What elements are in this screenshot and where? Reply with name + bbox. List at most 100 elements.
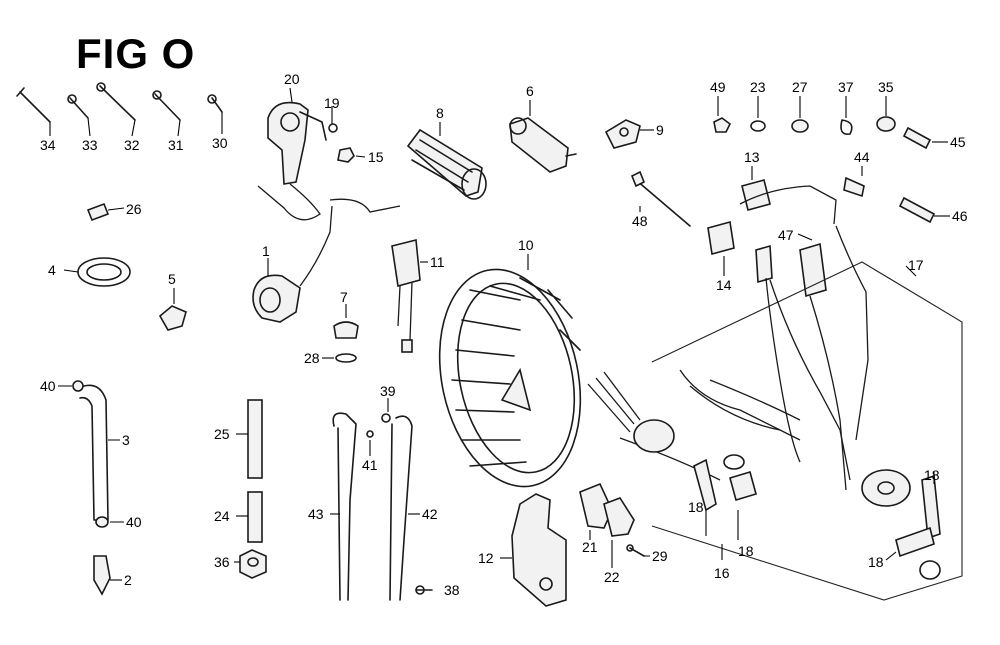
screw-32 (96, 82, 136, 121)
callout-41: 41 (362, 457, 378, 473)
callout-4: 4 (48, 262, 56, 278)
callout-29: 29 (652, 548, 668, 564)
callout-49: 49 (710, 79, 726, 95)
callout-2: 2 (124, 572, 132, 588)
callout-9: 9 (656, 122, 664, 138)
callout-34: 34 (40, 137, 56, 153)
nut-15 (337, 147, 355, 163)
callout-40a: 40 (40, 378, 56, 394)
screw-29 (626, 544, 645, 557)
connector-13 (741, 179, 771, 211)
callout-31: 31 (168, 137, 184, 153)
callout-18a: 18 (688, 499, 704, 515)
grommet-18d (895, 526, 941, 580)
callout-15: 15 (368, 149, 384, 165)
stud-25 (247, 399, 263, 479)
bracket-12 (511, 493, 567, 607)
callout-18c: 18 (924, 467, 940, 483)
callout-32: 32 (124, 137, 140, 153)
callout-28: 28 (304, 350, 320, 366)
grommet-18c (921, 474, 941, 540)
bolt-46 (898, 196, 936, 224)
callout-42: 42 (422, 506, 438, 522)
tube-3 (79, 384, 109, 521)
callout-3: 3 (122, 432, 130, 448)
bolt-26 (86, 202, 110, 222)
washer-28 (335, 353, 357, 363)
wire-harness-17 (619, 185, 963, 601)
callout-47: 47 (778, 227, 794, 243)
clip-40b (95, 516, 109, 528)
callout-36: 36 (214, 554, 230, 570)
ignition-coil-20 (267, 101, 327, 185)
grommet-18b (723, 454, 757, 502)
callout-20: 20 (284, 71, 300, 87)
bolt-48 (630, 170, 691, 227)
callout-27: 27 (792, 79, 808, 95)
bolt-45 (902, 126, 932, 150)
callout-33: 33 (82, 137, 98, 153)
callout-19: 19 (324, 95, 340, 111)
callout-25: 25 (214, 426, 230, 442)
nut-19 (328, 123, 338, 133)
callout-23: 23 (750, 79, 766, 95)
callout-14: 14 (716, 277, 732, 293)
callout-12: 12 (478, 550, 494, 566)
callout-16: 16 (714, 565, 730, 581)
grip-8 (406, 128, 487, 200)
callout-5: 5 (168, 271, 176, 287)
callout-17: 17 (908, 257, 924, 273)
charge-coil (587, 371, 675, 453)
callout-21: 21 (582, 539, 598, 555)
clamp-39 (381, 413, 391, 423)
clip-38 (415, 585, 433, 595)
callout-35: 35 (878, 79, 894, 95)
plate-9 (604, 119, 641, 149)
screw-34 (16, 87, 51, 123)
callout-13: 13 (744, 149, 760, 165)
callout-1: 1 (262, 243, 270, 259)
bolt-44 (843, 176, 865, 198)
cable-43 (332, 412, 357, 601)
exciter-coil-1 (252, 205, 333, 323)
screw-31 (152, 90, 181, 121)
washer-23 (750, 120, 766, 132)
callout-46: 46 (952, 208, 968, 224)
callout-11: 11 (430, 254, 445, 270)
callout-39: 39 (380, 383, 396, 399)
screw-33 (67, 94, 89, 119)
callout-30: 30 (212, 135, 228, 151)
valve-2 (93, 555, 111, 596)
clip-5 (158, 305, 187, 331)
nut-49 (713, 117, 732, 133)
switch-22 (603, 497, 635, 537)
screw-30 (207, 94, 223, 113)
callout-38: 38 (444, 582, 460, 598)
condenser-11 (391, 238, 421, 353)
callout-18b: 18 (738, 543, 754, 559)
washer-37 (840, 119, 853, 136)
callout-6: 6 (526, 83, 534, 99)
stud-24 (247, 491, 263, 543)
oil-seal-4 (77, 257, 131, 287)
callout-45: 45 (950, 134, 966, 150)
cap-7 (333, 321, 359, 339)
switch-6 (509, 117, 577, 173)
clip-40a (72, 380, 84, 392)
nut-35 (876, 116, 896, 132)
callout-26: 26 (126, 201, 142, 217)
callout-43: 43 (308, 506, 324, 522)
callout-37: 37 (838, 79, 854, 95)
cable-42 (389, 415, 413, 601)
callout-18d: 18 (868, 554, 884, 570)
callout-8: 8 (436, 105, 444, 121)
callout-40b: 40 (126, 514, 142, 530)
connector-14 (707, 220, 735, 256)
callout-7: 7 (340, 289, 348, 305)
callout-24: 24 (214, 508, 230, 524)
figure-title: FIG O (76, 30, 196, 77)
clamp-41 (366, 430, 374, 438)
nut-36 (239, 549, 267, 579)
callout-22: 22 (604, 569, 620, 585)
